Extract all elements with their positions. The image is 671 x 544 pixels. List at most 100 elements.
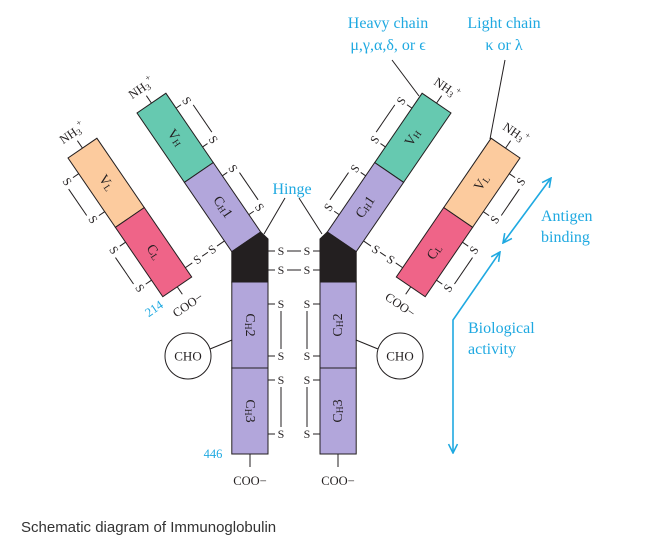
nh-sub: 3	[144, 81, 154, 92]
ch2-label-right: CH2	[331, 313, 347, 336]
vh-label-left: VH	[164, 127, 186, 150]
nh-sup: +	[143, 72, 153, 83]
cho-link-left	[209, 339, 233, 350]
sulfur-label: S	[205, 242, 218, 257]
biological-activity-arrow	[453, 252, 500, 453]
c-terminus-label-heavy-right: COO−	[321, 474, 354, 488]
ss-tick	[380, 143, 386, 148]
ch2-domain-left	[231, 281, 269, 369]
sulfur-label: S	[132, 281, 147, 294]
antigen-binding-label-1: Antigen	[541, 208, 593, 225]
light-chain-left: VL CL NH3+ S S S S COO− 214	[57, 117, 206, 320]
sulfur-label: S	[367, 133, 382, 146]
hinge-block-right	[319, 231, 357, 283]
ss-tick	[483, 211, 490, 217]
n-terminus-tick	[436, 95, 443, 104]
hinge-pointer-right	[298, 197, 323, 235]
sulfur-label: S	[59, 175, 74, 188]
ch2-label-base: C	[243, 313, 258, 322]
hinge-label: Hinge	[272, 181, 311, 198]
sulfur-label: S	[191, 252, 204, 267]
ch1-label-sub: H	[215, 204, 227, 215]
cl-label-sub: L	[148, 252, 160, 263]
ch2-label-base: C	[331, 327, 346, 336]
heavy-chain-title: Heavy chain	[348, 15, 428, 32]
sulfur-label: S	[278, 297, 285, 311]
heavy-chain-types: μ,γ,α,δ, or ϵ	[350, 37, 426, 54]
ch3-label-suffix: 3	[243, 416, 258, 423]
interchain-bond	[395, 262, 403, 268]
c-terminus-tick	[176, 286, 183, 295]
biological-activity-label-2: activity	[468, 341, 516, 358]
fc-disulfides-right: S S S S	[304, 297, 320, 441]
disulfide-bond	[115, 257, 134, 285]
ss-tick	[145, 279, 152, 285]
ss-tick	[333, 210, 340, 216]
sulfur-label: S	[278, 349, 285, 363]
hinge-disulfide-2: S S	[268, 263, 320, 277]
sulfur-label: S	[278, 373, 285, 387]
sulfur-label: S	[278, 427, 285, 441]
sulfur-label: S	[394, 94, 409, 107]
ch3-label-left: CH3	[242, 399, 258, 422]
heavy-chain-left-fab: VH CH1 NH3+ S S S S S S	[124, 72, 267, 268]
hinge-disulfide-1: S S	[268, 244, 320, 258]
vl-label-left: VL	[95, 172, 117, 194]
ss-tick	[72, 173, 80, 179]
sulfur-label: S	[304, 373, 311, 387]
nh-sub: 3	[515, 134, 525, 145]
sulfur-label: S	[440, 281, 455, 294]
sulfur-label: S	[347, 162, 362, 175]
n-terminus-label-heavy-left: NH3+	[124, 72, 157, 102]
sulfur-label: S	[304, 427, 311, 441]
n-terminus-label-light-right: NH3+	[500, 117, 533, 147]
cho-link-right	[355, 339, 379, 350]
ss-tick	[248, 210, 255, 216]
nh-sub: 3	[75, 126, 85, 137]
nh-sup: +	[74, 117, 84, 128]
sulfur-label: S	[304, 297, 311, 311]
ss-tick	[98, 211, 105, 217]
light-chain-title: Light chain	[467, 15, 540, 32]
ch3-label-sub: H	[336, 406, 346, 413]
vh-label-sub: H	[412, 130, 424, 141]
ss-tick	[436, 279, 443, 285]
sulfur-label: S	[466, 243, 481, 256]
n-terminus-tick	[505, 140, 512, 149]
sulfur-label: S	[304, 263, 311, 277]
sulfur-label: S	[252, 201, 267, 214]
ch3-label-base: C	[331, 413, 346, 422]
vh-label-sub: H	[169, 138, 181, 149]
ch2-label-suffix: 2	[331, 313, 346, 320]
disulfide-bond	[239, 172, 259, 201]
c-terminus-tick	[405, 286, 412, 295]
ss-tick	[202, 143, 208, 148]
light-chain-end-residue: 214	[142, 297, 166, 320]
vh-label-right: VH	[402, 126, 424, 149]
sulfur-label: S	[369, 242, 382, 257]
ch3-label-base: C	[243, 399, 258, 408]
sulfur-label: S	[106, 243, 121, 256]
c-terminus-label-light-left: COO−	[170, 290, 206, 320]
nh-sub: 3	[446, 89, 456, 100]
figure-caption: Schematic diagram of Immunoglobulin	[21, 519, 277, 536]
sulfur-label: S	[321, 201, 336, 214]
sulfur-label: S	[225, 162, 240, 175]
disulfide-bond	[68, 188, 88, 216]
ch2-domain-right	[319, 281, 357, 369]
disulfide-bond	[500, 188, 520, 216]
ss-tick	[175, 104, 182, 109]
sulfur-label: S	[278, 263, 285, 277]
ss-tick	[360, 172, 366, 177]
ss-tick	[119, 241, 126, 247]
interchain-bond	[363, 240, 372, 247]
biological-activity-label-1: Biological	[468, 320, 535, 337]
nh-sup: +	[454, 85, 464, 96]
disulfide-bond	[375, 104, 396, 133]
sulfur-label: S	[304, 244, 311, 258]
nh-sup: +	[523, 130, 533, 141]
interchain-bond	[379, 251, 387, 257]
ch2-label-sub: H	[242, 323, 252, 330]
sulfur-label: S	[85, 213, 100, 226]
